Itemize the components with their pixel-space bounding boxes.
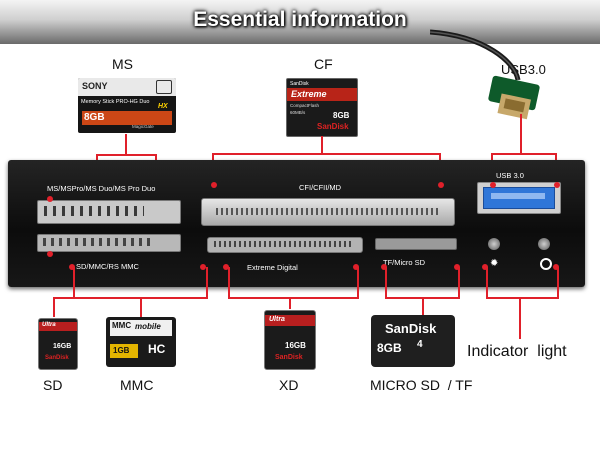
ms-card-image: SONY Memory Stick PRO-HG Duo 8GB HX Magi… (78, 78, 176, 133)
marker-dot (69, 264, 75, 270)
connector-line-cf (321, 136, 323, 154)
microsd-card-tag: 4 (417, 339, 423, 350)
cf-card-brand: SanDisk (317, 122, 349, 131)
xd-card-brand: SanDisk (275, 354, 303, 361)
cf-card-image: SanDisk Extreme CompactFlash 60MB/s 8GB … (286, 78, 358, 137)
marker-dot (438, 182, 444, 188)
marker-dot (482, 264, 488, 270)
activity-led (488, 238, 500, 250)
ms-card-footer: MagicGate (132, 124, 154, 129)
marker-dot (554, 182, 560, 188)
connector-line-xd-drop (289, 297, 291, 309)
power-led-icon (540, 258, 552, 270)
indicator-light-label: Indicator light (467, 343, 567, 360)
ms-card-capacity: 8GB (84, 112, 105, 123)
microsd-label: MICRO SD / TF (370, 377, 473, 393)
sd-card-line: Ultra (42, 322, 56, 328)
marker-dot (490, 182, 496, 188)
connector-line-sd-mmc-bar (53, 297, 208, 299)
connector-line-ms (125, 134, 127, 154)
microsd-card-brand: SanDisk (385, 321, 437, 336)
marker-dot (454, 264, 460, 270)
activity-led-icon: ✹ (490, 258, 499, 269)
mmc-card-image: MMC mobile 1GB HC (106, 317, 176, 367)
connector-line-led-bar (486, 297, 559, 299)
marker-dot (211, 182, 217, 188)
sd-slot-label: SD/MMC/RS MMC (76, 262, 139, 271)
mmc-label: MMC (120, 377, 154, 393)
cf-label: CF (314, 56, 333, 72)
sd-slot[interactable] (37, 234, 181, 252)
connector-line-usb-bar (491, 153, 557, 155)
mmc-card-line1: MMC (112, 321, 132, 330)
marker-dot (200, 264, 206, 270)
connector-line-led-left (486, 267, 488, 299)
mmc-card-tag: HC (148, 342, 166, 356)
header-banner: Essential information (0, 0, 600, 44)
marker-dot (353, 264, 359, 270)
connector-line-sd (73, 267, 75, 297)
xd-card-line: Ultra (269, 316, 285, 323)
ms-card-tag: HX (158, 103, 168, 110)
usb-slot-label: USB 3.0 (496, 171, 524, 180)
usb-cable-plug-image (430, 29, 540, 120)
ms-label: MS (112, 56, 133, 72)
usb-port[interactable] (477, 182, 561, 214)
xd-label: XD (279, 377, 299, 393)
xd-card-capacity: 16GB (285, 341, 306, 350)
connector-line-xd-bar (228, 297, 359, 299)
xd-slot[interactable] (207, 237, 363, 253)
tf-slot[interactable] (375, 238, 457, 250)
cf-card-speed: 60MB/s (290, 110, 306, 115)
connector-line-ms-bar (96, 154, 156, 156)
xd-card-image: Ultra 16GB SanDisk (264, 310, 316, 370)
connector-line-xd-right (357, 267, 359, 299)
sd-card-image: Ultra 16GB SanDisk (38, 318, 78, 370)
connector-line-sd-drop (53, 297, 55, 317)
connector-line-tf-right (458, 267, 460, 299)
sd-card-brand: SanDisk (45, 355, 69, 361)
cf-card-line: Extreme (291, 89, 327, 99)
tf-slot-label: TF/Micro SD (383, 258, 426, 267)
marker-dot (553, 264, 559, 270)
mmc-card-capacity: 1GB (113, 346, 130, 355)
connector-line-led-drop (519, 297, 521, 339)
ms-card-line: Memory Stick PRO-HG Duo (81, 99, 150, 105)
cf-card-capacity: 8GB (333, 111, 350, 120)
connector-line-cf-bar (212, 153, 441, 155)
connector-line-led-right (557, 267, 559, 299)
xd-slot-label: Extreme Digital (247, 263, 298, 272)
marker-dot (223, 264, 229, 270)
connector-line-usb (520, 114, 522, 154)
sd-card-capacity: 16GB (53, 343, 72, 350)
cf-card-sub: CompactFlash (290, 103, 320, 108)
cf-card-top: SanDisk (290, 81, 309, 87)
mmc-card-line2: mobile (135, 322, 161, 331)
connector-line-mmc-up (206, 267, 208, 299)
ms-slot-label: MS/MSPro/MS Duo/MS Pro Duo (47, 184, 156, 193)
cf-slot[interactable] (201, 198, 455, 226)
connector-line-mmc-drop (140, 297, 142, 317)
ms-slot[interactable] (37, 200, 181, 224)
ms-card-brand: SONY (82, 81, 108, 91)
card-reader-panel: MS/MSPro/MS Duo/MS Pro Duo CFI/CFII/MD U… (8, 160, 585, 287)
connector-line-tf-drop (422, 297, 424, 315)
cf-slot-label: CFI/CFII/MD (299, 183, 342, 192)
marker-dot (381, 264, 387, 270)
banner-title: Essential information (193, 8, 407, 31)
sd-label: SD (43, 377, 63, 393)
microsd-card-image: SanDisk 8GB 4 (371, 315, 455, 367)
microsd-card-capacity: 8GB (377, 341, 402, 355)
connector-line-xd-left (228, 267, 230, 299)
power-led (538, 238, 550, 250)
connector-line-tf-left (385, 267, 387, 299)
marker-dot (47, 196, 53, 202)
marker-dot (47, 251, 53, 257)
